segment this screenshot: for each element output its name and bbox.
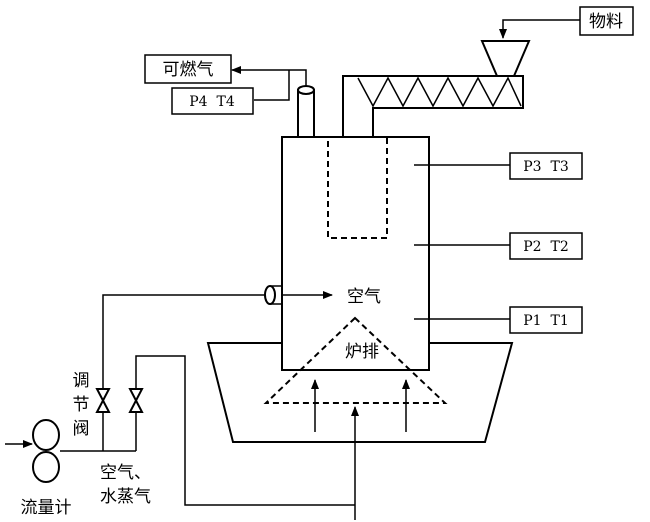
material-box xyxy=(579,6,634,36)
flowmeter-rotor-bottom xyxy=(32,451,60,483)
p1t1-box xyxy=(509,306,583,334)
combustible-gas-label: 可燃气 xyxy=(163,60,214,80)
air-nozzle xyxy=(264,285,276,305)
air-steam-label-line1: 空气、 xyxy=(100,463,151,483)
screw-feeder-housing xyxy=(342,75,524,137)
air-supply-line xyxy=(102,294,265,451)
air-regulating-valve xyxy=(95,388,111,413)
p3t3-box xyxy=(509,152,583,180)
material-label: 物料 xyxy=(589,12,623,32)
screw-flights xyxy=(357,76,522,108)
combustible-gas-box xyxy=(144,54,232,84)
material-feed-line xyxy=(499,19,580,39)
p2t2-box xyxy=(509,232,583,260)
reactor-body xyxy=(281,136,430,371)
valve-label-line3: 阀 xyxy=(73,419,90,439)
steam-supply-line xyxy=(135,355,355,506)
p1t1-label: P1 T1 xyxy=(523,313,568,329)
air-label: 空气 xyxy=(347,287,381,307)
p4t4-box xyxy=(171,87,254,115)
p4t4-leader xyxy=(254,70,290,101)
flowmeter-label: 流量计 xyxy=(21,498,72,518)
gas-outlet-pipe xyxy=(297,89,315,138)
gas-outlet-pipe-top xyxy=(297,85,315,95)
gas-outlet-line xyxy=(231,66,307,86)
valve-label-line2: 节 xyxy=(73,395,90,415)
valve-label-line1: 调 xyxy=(73,371,90,391)
p3t3-label: P3 T3 xyxy=(523,159,568,175)
grate-triangle xyxy=(263,316,448,404)
p4t4-label: P4 T4 xyxy=(189,94,235,110)
hopper xyxy=(480,40,531,77)
air-steam-label-line2: 水蒸气 xyxy=(100,487,151,507)
p2t2-label: P2 T2 xyxy=(523,239,568,255)
flowmeter-rotor-top xyxy=(32,419,60,451)
grate-label: 炉排 xyxy=(345,342,379,362)
steam-regulating-valve xyxy=(128,388,144,413)
